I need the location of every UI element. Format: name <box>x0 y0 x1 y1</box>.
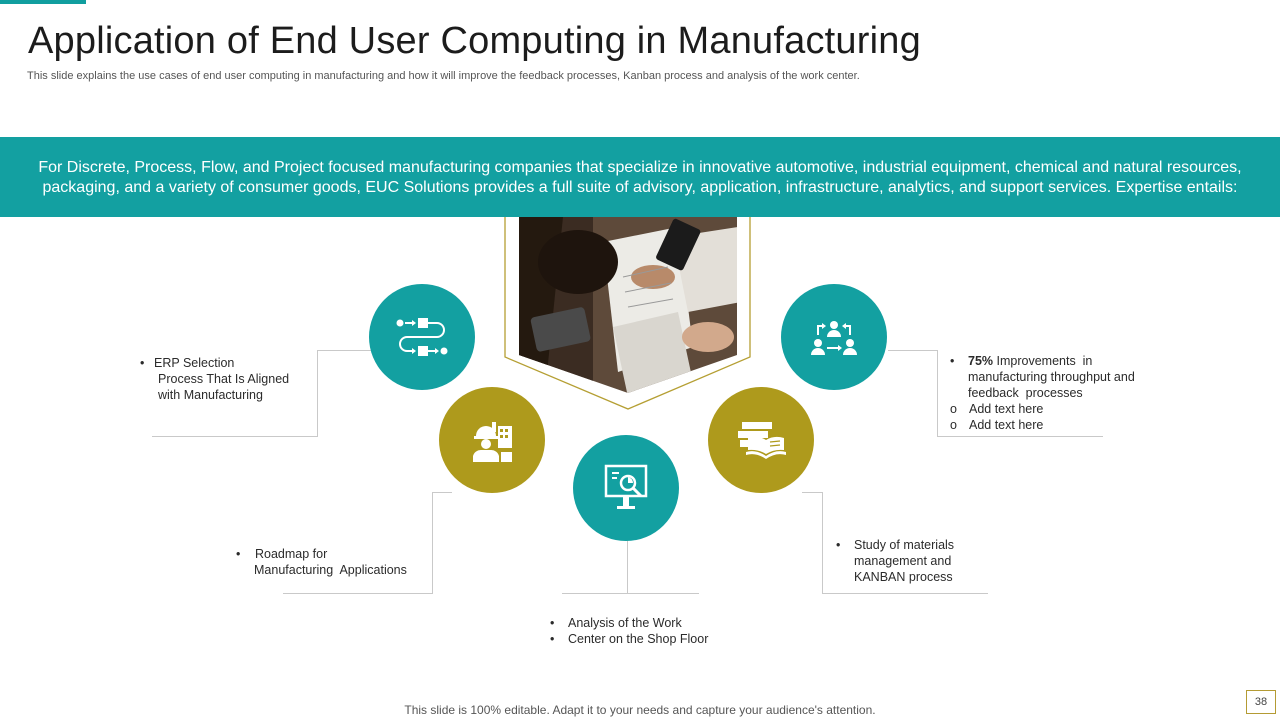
connector-erp-h1 <box>317 350 372 351</box>
connector-kanban-h1 <box>802 492 823 493</box>
improvements-line-3: feedback processes <box>968 386 1083 400</box>
footer-note: This slide is 100% editable. Adapt it to… <box>404 703 876 717</box>
connector-analysis-h <box>562 593 699 594</box>
analysis-circle <box>573 435 679 541</box>
banner-line-1: For Discrete, Process, Flow, and Project… <box>38 159 1242 176</box>
analysis-line-1: Analysis of the Work <box>568 616 682 630</box>
meeting-photo <box>503 217 753 412</box>
intro-banner: For Discrete, Process, Flow, and Project… <box>0 137 1280 217</box>
erp-text: •ERP Selection Process That Is Aligned w… <box>140 356 290 402</box>
erp-line-1: ERP Selection <box>154 356 235 370</box>
improvements-circle <box>781 284 887 390</box>
erp-circle <box>369 284 475 390</box>
kanban-line-1: Study of materials <box>854 538 955 552</box>
connector-roadmap-h1 <box>432 492 452 493</box>
top-accent-bar <box>0 0 86 4</box>
erp-line-2: Process That Is Aligned <box>158 372 290 386</box>
roadmap-text: •Roadmap for Manufacturing Applications <box>236 547 407 577</box>
connector-roadmap-h2 <box>283 593 433 594</box>
presentation-analysis-icon <box>604 464 648 509</box>
kanban-line-3: KANBAN process <box>854 570 953 584</box>
connector-improve-v <box>937 350 938 437</box>
people-exchange-icon <box>811 321 857 355</box>
connector-improve-h2 <box>937 436 1103 437</box>
kanban-text: •Study of materials management and KANBA… <box>836 538 955 584</box>
improvements-line-1: Improvements in <box>993 354 1093 368</box>
roadmap-line-1: Roadmap for <box>255 547 328 561</box>
analysis-text: •Analysis of the Work •Center on the Sho… <box>550 616 709 646</box>
improvements-sub-2: Add text here <box>969 418 1044 432</box>
connector-kanban-v <box>822 492 823 594</box>
connector-erp-v <box>317 350 318 437</box>
roadmap-line-2: Manufacturing Applications <box>254 563 407 577</box>
connector-improve-h1 <box>888 350 938 351</box>
connector-roadmap-v <box>432 492 433 594</box>
kanban-line-2: management and <box>854 554 952 568</box>
process-flow-icon <box>396 318 448 356</box>
improvements-line-2: manufacturing throughput and <box>968 370 1135 384</box>
page-number: 38 <box>1246 690 1276 714</box>
banner-line-2: packaging, and a variety of consumer goo… <box>42 179 1238 196</box>
books-icon <box>738 422 786 459</box>
slide-subtitle: This slide explains the use cases of end… <box>27 70 860 82</box>
slide-title: Application of End User Computing in Man… <box>28 20 921 62</box>
connector-erp-h2 <box>152 436 318 437</box>
connector-analysis-v <box>627 540 628 594</box>
improvements-sub-1: Add text here <box>969 402 1044 416</box>
erp-line-3: with Manufacturing <box>158 388 263 402</box>
connector-kanban-h2 <box>822 593 988 594</box>
factory-worker-icon <box>473 422 512 462</box>
improvements-text: •75% Improvements in manufacturing throu… <box>950 354 1135 432</box>
roadmap-circle <box>439 387 545 493</box>
analysis-line-2: Center on the Shop Floor <box>568 632 709 646</box>
kanban-circle <box>708 387 814 493</box>
improvement-percent: 75% <box>968 354 994 368</box>
